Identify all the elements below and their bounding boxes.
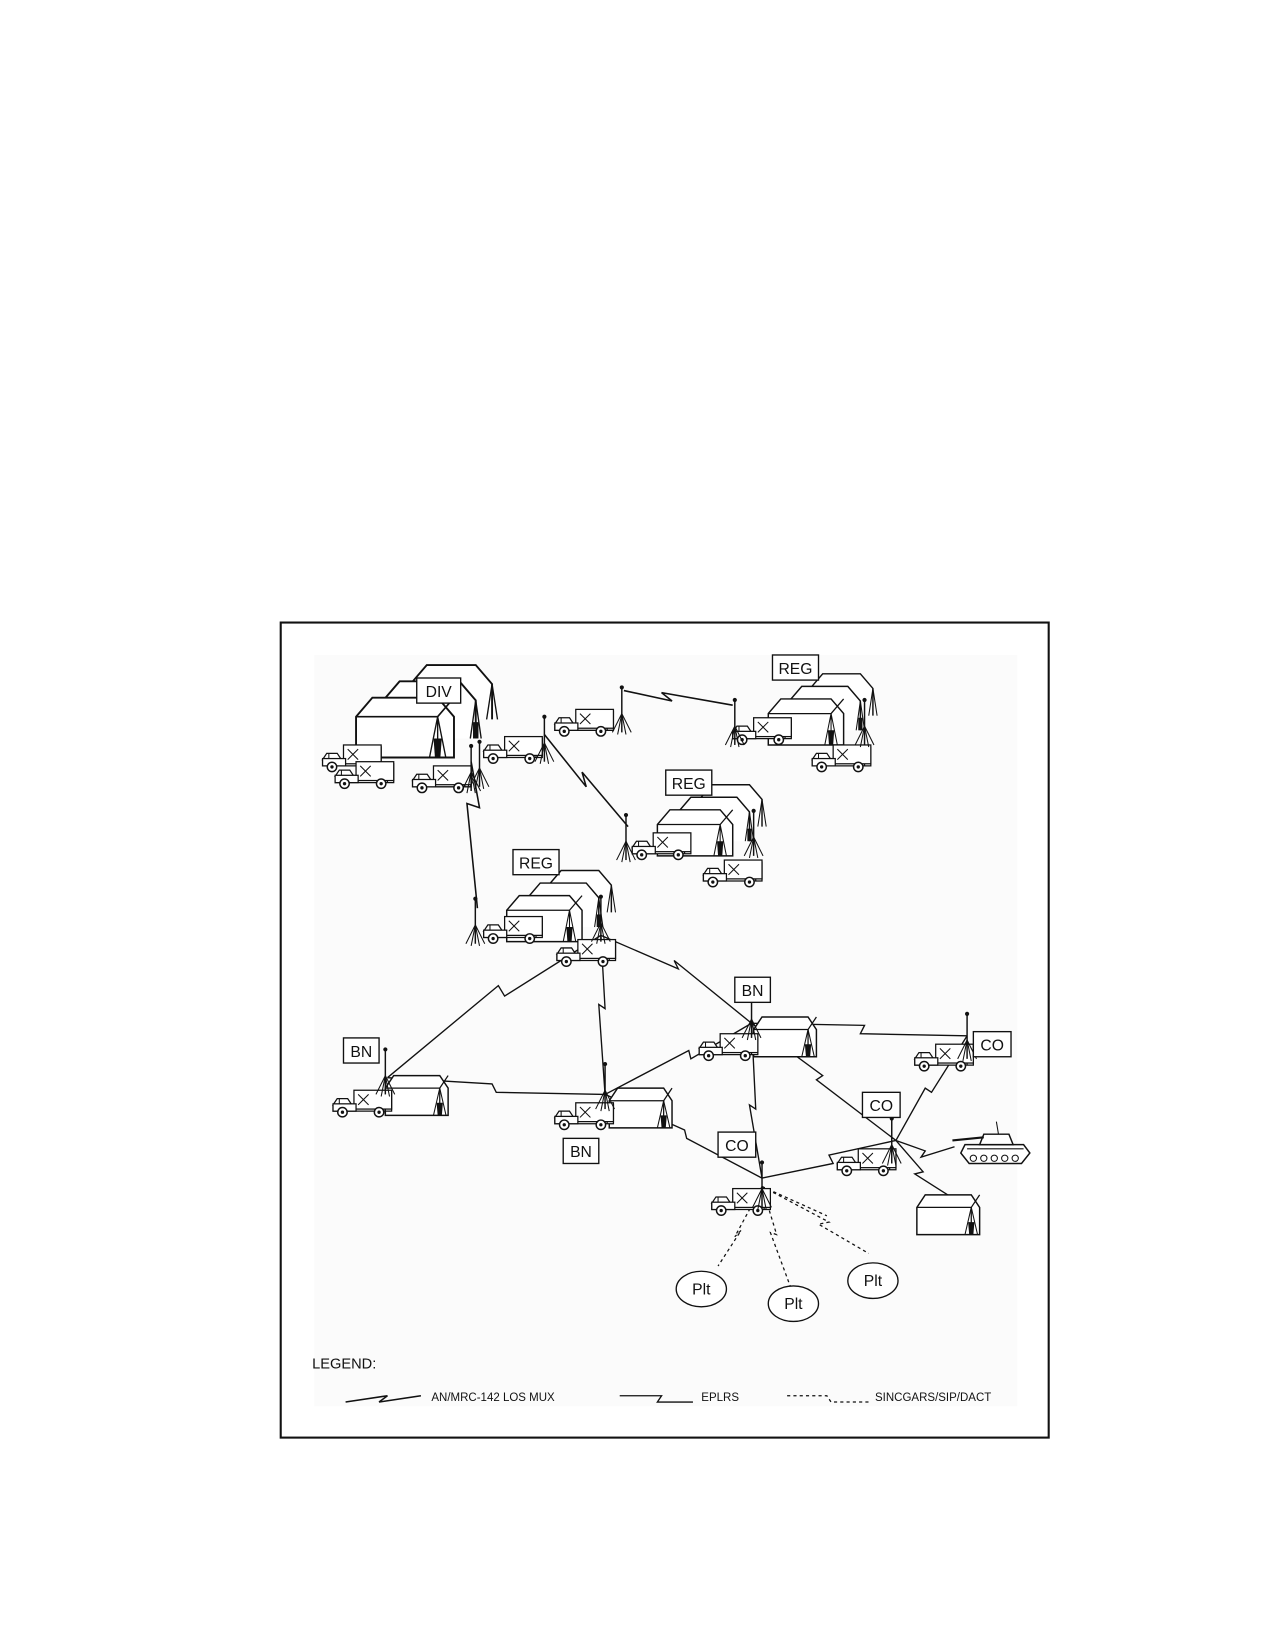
co-far-label-text: CO [980, 1037, 1004, 1054]
bn-right-label: BN [734, 976, 772, 1004]
legend-eplrs-label: EPLRS [701, 1392, 739, 1404]
reg-top-label-text: REG [778, 661, 812, 678]
sincgars-co-plt-2 [761, 1186, 792, 1290]
legend-sincgars-label: SINCGARS/SIP/DACT [875, 1392, 991, 1404]
plt-node-1: Plt [675, 1270, 728, 1308]
sincgars-co-plt-3 [761, 1185, 870, 1254]
eplrs-co-right-tent [895, 1140, 962, 1204]
bn-left-label: BN [342, 1037, 380, 1064]
plt-2-text: Plt [784, 1296, 803, 1313]
platoon-nodes: Plt Plt Plt [675, 1262, 899, 1323]
diagram-background [314, 654, 1018, 1407]
bn-center-label-text: BN [570, 1144, 592, 1161]
reg-low-label: REG [512, 848, 560, 876]
legend: LEGEND: AN/MRC-142 LOS MUX EPLRS SINCGAR… [312, 1357, 991, 1404]
legend-sincgars-symbol [787, 1395, 869, 1403]
los-mux-links [466, 689, 733, 909]
legend-title: LEGEND: [312, 1357, 376, 1373]
bn-left-tent-icon [384, 1074, 449, 1117]
legend-eplrs-symbol [619, 1395, 693, 1403]
los-link-div-reg-mid [543, 734, 629, 828]
sincgars-co-fan [761, 1185, 828, 1217]
reg-low-label-text: REG [519, 855, 553, 872]
eplrs-reg-bn-right [600, 934, 752, 1024]
bn-center-label: BN [562, 1137, 600, 1165]
eplrs-co-right-tank [895, 1139, 955, 1159]
plt-node-2: Plt [767, 1285, 820, 1323]
reg-mid-label-text: REG [672, 776, 706, 793]
legend-los-label: AN/MRC-142 LOS MUX [431, 1392, 555, 1404]
sincgars-links [717, 1185, 870, 1290]
reg-top-label: REG [771, 654, 820, 681]
co-center-label-text: CO [725, 1138, 749, 1155]
reg-mid-label: REG [665, 769, 713, 796]
bn-left-label-text: BN [350, 1044, 372, 1061]
div-label: DIV [416, 677, 462, 704]
legend-los-symbol [345, 1394, 422, 1403]
div-label-text: DIV [426, 684, 453, 701]
co-right-label-text: CO [870, 1098, 894, 1115]
bn-right-label-text: BN [742, 983, 764, 1000]
bn-center-tent-icon [608, 1087, 673, 1129]
co-far-label: CO [972, 1030, 1012, 1058]
los-link-div-reg-top [623, 689, 733, 706]
los-link-div-reg-low [466, 761, 481, 909]
eplrs-reg-bn-center [598, 935, 606, 1095]
co-center-label: CO [717, 1131, 757, 1158]
co-right-tent-icon [916, 1194, 981, 1236]
plt-node-3: Plt [847, 1262, 899, 1300]
bn-right-tent-icon [752, 1016, 818, 1058]
plt-1-text: Plt [692, 1281, 711, 1298]
label-boxes: DIV REG REG REG BN BN BN CO [342, 654, 1012, 1165]
eplrs-reg-bn-left [387, 934, 602, 1079]
plt-3-text: Plt [864, 1273, 883, 1290]
eplrs-co-right-co-center [761, 1139, 897, 1179]
co-right-label: CO [861, 1091, 901, 1119]
